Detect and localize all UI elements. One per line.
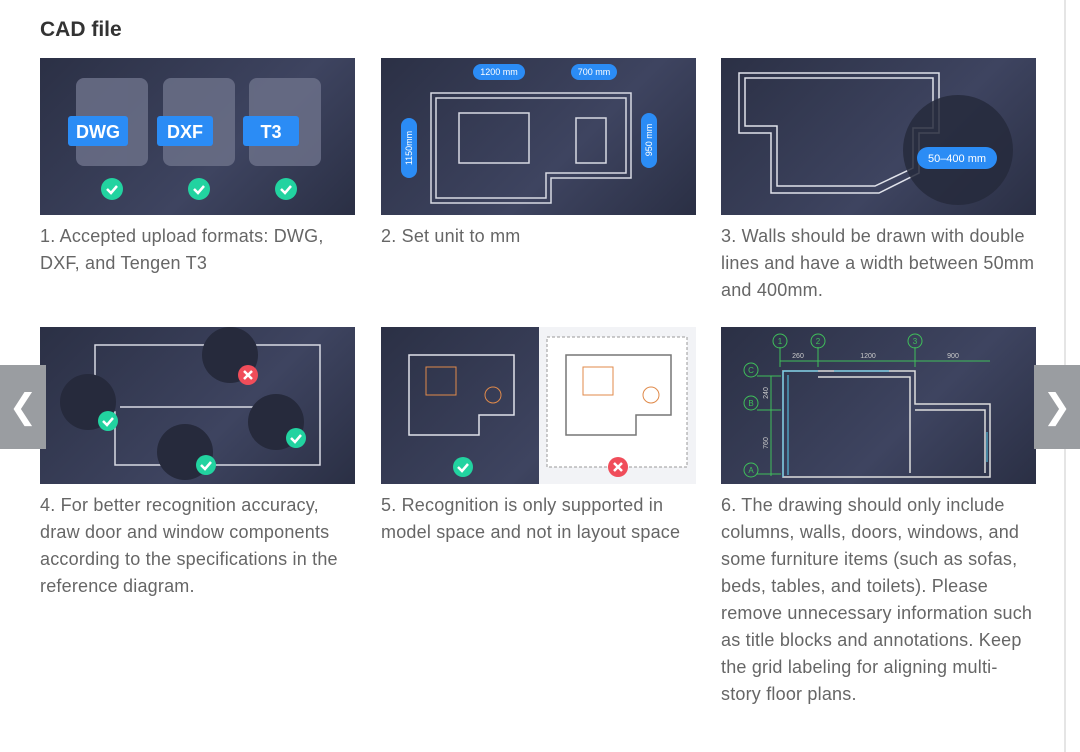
check-icon <box>286 428 306 448</box>
dim-label: 260 <box>792 353 804 360</box>
next-button[interactable]: ❯ <box>1034 365 1080 449</box>
card-model-space: 5. Recognition is only supported in mode… <box>381 327 696 546</box>
dim-label: 240 <box>763 387 770 399</box>
chevron-left-icon: ❮ <box>8 388 38 426</box>
dim-label: 900 <box>947 353 959 360</box>
dim-label: 760 <box>763 437 770 449</box>
grid-illustration: 1 2 3 C B A 260 1200 900 240 760 <box>721 327 1036 484</box>
card-drawing-content: 1 2 3 C B A 260 1200 900 240 760 6. The … <box>721 327 1036 708</box>
prev-button[interactable]: ❮ <box>0 365 46 449</box>
check-icon <box>101 178 123 200</box>
format-label-dxf: DXF <box>167 122 203 142</box>
dim-label: 1200 <box>860 353 876 360</box>
check-icon <box>188 178 210 200</box>
card-unit-mm: 1200 mm 700 mm 1150mm 950 mm 2. Set unit… <box>381 58 696 250</box>
dim-label: 950 mm <box>644 124 654 157</box>
check-icon <box>196 455 216 475</box>
card-door-window: 4. For better recognition accuracy, draw… <box>40 327 355 600</box>
dim-label: 700 mm <box>578 67 611 77</box>
section-title: CAD file <box>40 18 122 41</box>
card-wall-width: 50–400 mm 3. Walls should be drawn with … <box>721 58 1036 304</box>
door-window-illustration <box>40 327 355 484</box>
check-icon <box>453 457 473 477</box>
chevron-right-icon: ❯ <box>1042 388 1072 426</box>
format-label-dwg: DWG <box>76 122 120 142</box>
model-space-illustration <box>381 327 696 484</box>
card-caption: 3. Walls should be drawn with double lin… <box>721 226 1035 300</box>
formats-illustration: DWG DXF T3 <box>40 58 355 215</box>
grid-label: C <box>748 366 754 375</box>
card-caption: 6. The drawing should only include colum… <box>721 495 1033 704</box>
card-caption: 1. Accepted upload formats: DWG, DXF, an… <box>40 226 324 273</box>
cross-icon <box>238 365 258 385</box>
dim-label: 1150mm <box>404 131 414 165</box>
format-label-t3: T3 <box>260 122 281 142</box>
card-caption: 2. Set unit to mm <box>381 226 521 246</box>
dim-label: 1200 mm <box>480 67 518 77</box>
grid-label: B <box>748 399 753 408</box>
cross-icon <box>608 457 628 477</box>
unit-illustration: 1200 mm 700 mm 1150mm 950 mm <box>381 58 696 215</box>
wall-width-label: 50–400 mm <box>928 153 986 165</box>
grid-label: A <box>748 466 754 475</box>
card-caption: 5. Recognition is only supported in mode… <box>381 495 681 542</box>
grid-label: 1 <box>778 337 783 346</box>
check-icon <box>98 411 118 431</box>
wall-illustration: 50–400 mm <box>721 58 1036 215</box>
card-upload-formats: DWG DXF T3 1. Accepted upload formats: D… <box>40 58 355 277</box>
card-caption: 4. For better recognition accuracy, draw… <box>40 495 338 596</box>
grid-label: 2 <box>816 337 821 346</box>
check-icon <box>275 178 297 200</box>
grid-label: 3 <box>913 337 918 346</box>
